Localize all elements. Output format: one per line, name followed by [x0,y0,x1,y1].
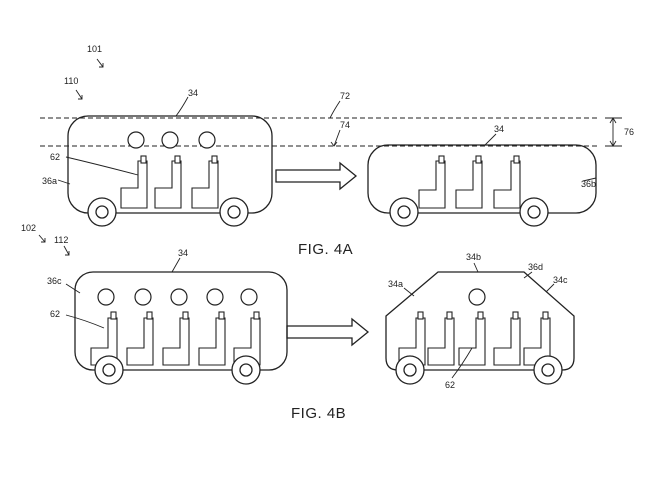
occupant-head [97,288,115,306]
label-112: 112 [54,235,68,245]
wheel [231,355,261,385]
leader-34b [473,262,479,273]
vehicle-36b [367,144,597,227]
seat [458,311,486,366]
label-34b: 34b [466,252,481,262]
wheel [389,197,419,227]
label-36a: 36a [42,176,57,186]
label-34: 34 [494,124,504,134]
label-36b: 36b [581,179,596,189]
seat [126,311,154,366]
seat [418,155,446,209]
label-102: 102 [21,223,36,233]
occupant-head [161,131,179,149]
leader-arrow-112 [65,251,70,256]
transition-arrow-4b [286,317,370,347]
wheel [395,355,425,385]
occupant-head [198,131,216,149]
seat [191,155,219,209]
leader-34c [545,283,555,293]
seat [198,311,226,366]
dimension-76 [605,117,622,147]
leader-34-b-left [171,257,181,273]
vehicle-36c [74,271,288,385]
leader-62-b-left [65,314,105,329]
label-36c: 36c [47,276,62,286]
label-110: 110 [64,76,78,86]
wheel [219,197,249,227]
leader-102 [38,234,46,243]
fig-4b: 102 112 34 36c 62 34b 36d 34a 34c 62 FIG… [21,223,575,422]
occupant-head [468,288,486,306]
label-34: 34 [178,248,188,258]
label-62: 62 [50,152,60,162]
occupant-head [127,131,145,149]
seat [398,311,426,366]
leader-34-a-left [175,96,189,117]
leader-arrow-74 [330,141,338,147]
leader-62-b-right [451,347,473,379]
wheel [94,355,124,385]
figure-caption-4a: FIG. 4A [298,241,353,258]
fig-4a: 101 110 34 72 74 76 62 36a 34 36b FIG. 4… [40,44,634,258]
label-76: 76 [624,127,634,137]
leader-74 [333,129,341,147]
label-36d: 36d [528,262,543,272]
seat [162,311,190,366]
vehicle-36d [385,271,575,385]
wheel [533,355,563,385]
transition-arrow-4a [275,161,358,191]
label-62: 62 [445,380,455,390]
leader-72 [329,100,341,119]
occupant-head [206,288,224,306]
wheel [87,197,117,227]
leader-34a [403,287,415,297]
seat [427,311,455,366]
label-34c: 34c [553,275,568,285]
seat [493,311,521,366]
leader-36a [57,179,71,185]
occupant-head [240,288,258,306]
leader-arrow-102 [41,238,46,243]
vehicle-36a [67,115,273,227]
figure-caption-4b: FIG. 4B [291,405,346,422]
label-72: 72 [340,91,350,101]
label-74: 74 [340,120,350,130]
seat [493,155,521,209]
seat [233,311,261,366]
label-34: 34 [188,88,198,98]
leader-arrow-110 [78,95,83,100]
leader-34-a-right [483,133,497,147]
leader-110 [75,89,83,100]
leader-36c [65,283,81,294]
label-101: 101 [87,44,102,54]
seat [120,155,148,209]
leader-arrow-101 [99,63,104,68]
leader-101 [96,58,104,68]
wheel [519,197,549,227]
label-34a: 34a [388,279,403,289]
leader-112 [63,245,70,256]
seat [154,155,182,209]
leader-36b [582,177,597,182]
occupant-head [134,288,152,306]
seat [90,311,118,366]
leader-36d [523,271,533,279]
seat [455,155,483,209]
occupant-head [170,288,188,306]
leader-62-a [65,156,139,176]
label-62: 62 [50,309,60,319]
